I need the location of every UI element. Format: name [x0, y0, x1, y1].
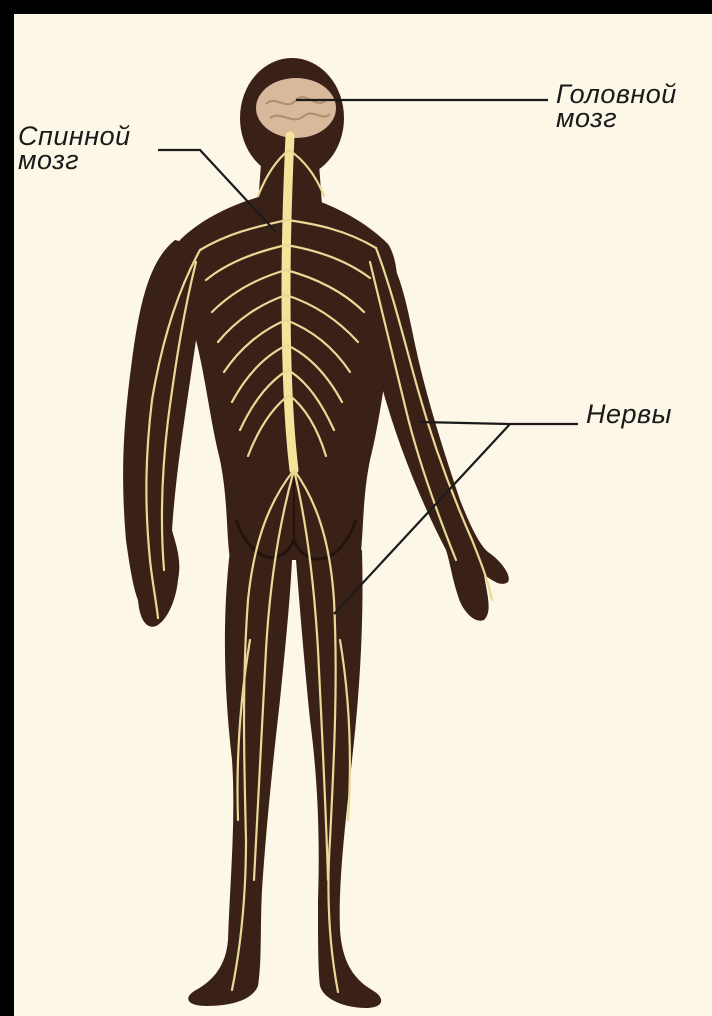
brain: [256, 78, 336, 138]
right-leg: [296, 550, 381, 1008]
spinal-cord-label: Спинной мозг: [18, 124, 131, 172]
brain-label: Головной мозг: [556, 82, 677, 130]
nerves-label: Нервы: [586, 402, 672, 426]
brain-shape: [256, 78, 336, 138]
human-body-figure: [123, 58, 509, 1008]
